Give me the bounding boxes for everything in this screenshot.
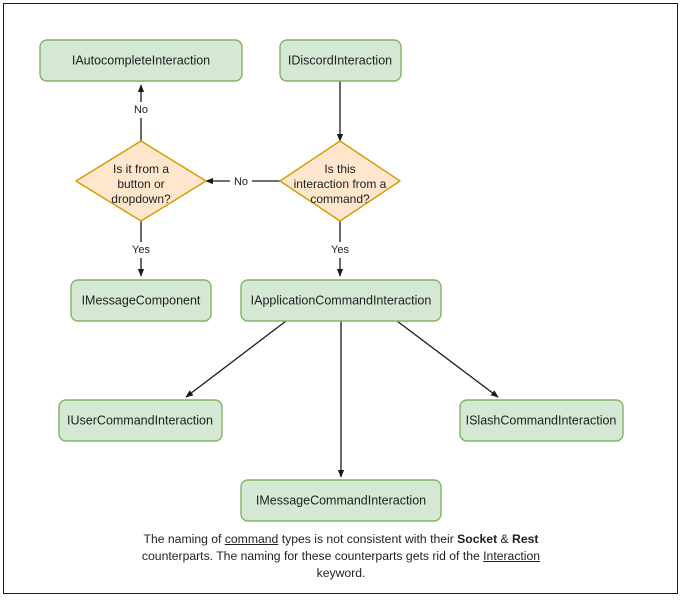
edge-command-no-to-button-decision: No (205, 173, 280, 189)
node-label-user-command-interaction: IUserCommandInteraction (67, 413, 213, 427)
node-decision-from-command[interactable]: Is this interaction from a command? (279, 140, 401, 222)
decision-command-line-3: command? (310, 192, 370, 206)
node-label-application-command-interaction: IApplicationCommandInteraction (251, 293, 432, 307)
edge-button-no-to-autocomplete: No (129, 84, 153, 141)
diagram-caption: The naming of command types is not consi… (130, 531, 552, 582)
caption-line3-prefix: counterparts gets rid of the (334, 549, 484, 563)
caption-line2-rest: counterparts. The naming for these (141, 549, 332, 563)
node-user-command-interaction[interactable]: IUserCommandInteraction (58, 399, 223, 442)
edge-app-command-to-user-command (185, 317, 291, 398)
caption-ampersand: & (497, 532, 513, 546)
edge-label-command-yes: Yes (331, 244, 349, 256)
node-label-message-component: IMessageComponent (82, 293, 201, 307)
node-label-message-command-interaction: IMessageCommandInteraction (256, 493, 426, 507)
node-application-command-interaction[interactable]: IApplicationCommandInteraction (240, 279, 442, 322)
edge-command-yes-to-app-command: Yes (327, 221, 353, 277)
node-autocomplete-interaction[interactable]: IAutocompleteInteraction (39, 39, 243, 82)
decision-command-line-2: interaction from a (294, 177, 387, 191)
node-decision-button-or-dropdown[interactable]: Is it from a button or dropdown? (75, 140, 207, 222)
decision-button-line-3: dropdown? (111, 192, 171, 206)
edge-button-yes-to-message-component: Yes (128, 221, 154, 277)
decision-button-line-2: button or (117, 177, 164, 191)
decision-command-line-1: Is this (324, 162, 355, 176)
node-message-component[interactable]: IMessageComponent (70, 279, 212, 322)
caption-interaction-keyword: Interaction (483, 549, 541, 563)
node-label-autocomplete-interaction: IAutocompleteInteraction (72, 53, 210, 67)
node-slash-command-interaction[interactable]: ISlashCommandInteraction (459, 399, 624, 442)
caption-command-keyword: command (224, 532, 279, 546)
edge-label-command-no: No (234, 176, 248, 188)
caption-line3-suffix: keyword. (316, 566, 366, 580)
node-label-discord-interaction: IDiscordInteraction (288, 53, 392, 67)
caption-socket-bold: Socket (457, 532, 498, 546)
edge-app-command-to-slash-command (392, 317, 499, 398)
caption-rest-bold: Rest (512, 532, 539, 546)
decision-button-line-1: Is it from a (113, 162, 169, 176)
caption-line1-prefix: The naming of (143, 532, 225, 546)
edge-label-button-yes: Yes (132, 244, 150, 256)
node-message-command-interaction[interactable]: IMessageCommandInteraction (240, 479, 442, 522)
edge-label-button-no: No (134, 104, 148, 116)
node-discord-interaction[interactable]: IDiscordInteraction (279, 39, 402, 82)
caption-line1-suffix: types is not consistent with their (278, 532, 454, 546)
node-label-slash-command-interaction: ISlashCommandInteraction (466, 413, 617, 427)
